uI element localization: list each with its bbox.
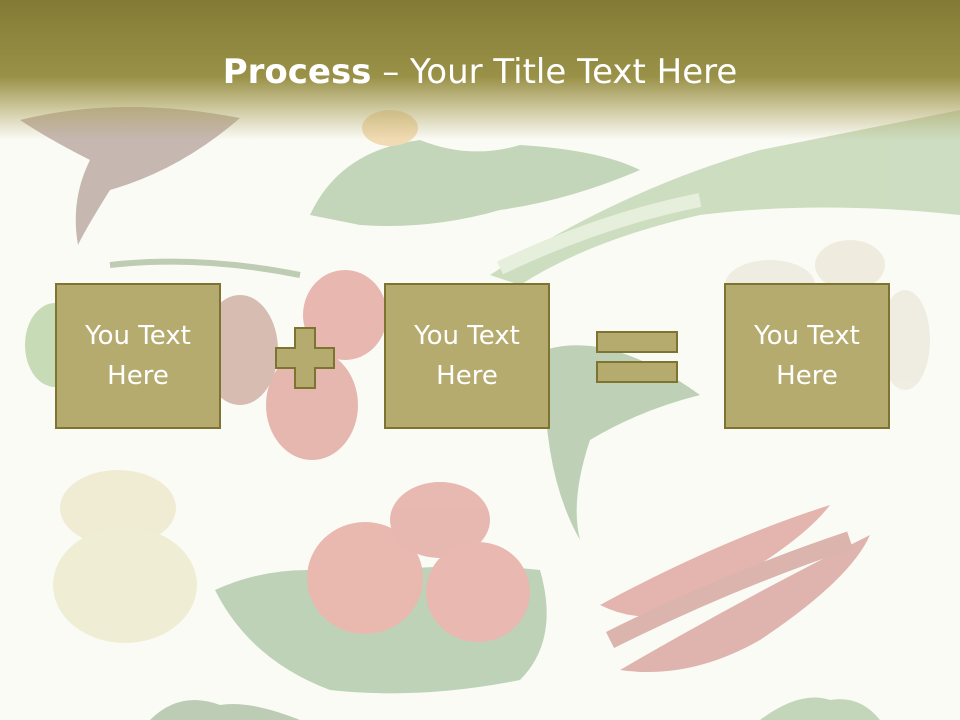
box-2-line-2: Here — [436, 361, 498, 391]
process-box-1: You Text Here — [55, 283, 221, 429]
box-3-line-2: Here — [776, 361, 838, 391]
title-bold-text: Process — [222, 52, 372, 92]
equals-icon — [596, 331, 678, 383]
box-2-line-1: You Text — [414, 321, 520, 351]
title-rest-text: – Your Title Text Here — [371, 52, 738, 92]
process-box-2: You Text Here — [384, 283, 550, 429]
box-1-line-2: Here — [107, 361, 169, 391]
process-box-3: You Text Here — [724, 283, 890, 429]
box-1-line-1: You Text — [85, 321, 191, 351]
plus-icon — [275, 327, 335, 389]
box-3-line-1: You Text — [754, 321, 860, 351]
slide-title: Process – Your Title Text Here — [0, 52, 960, 92]
title-bar — [0, 0, 960, 140]
